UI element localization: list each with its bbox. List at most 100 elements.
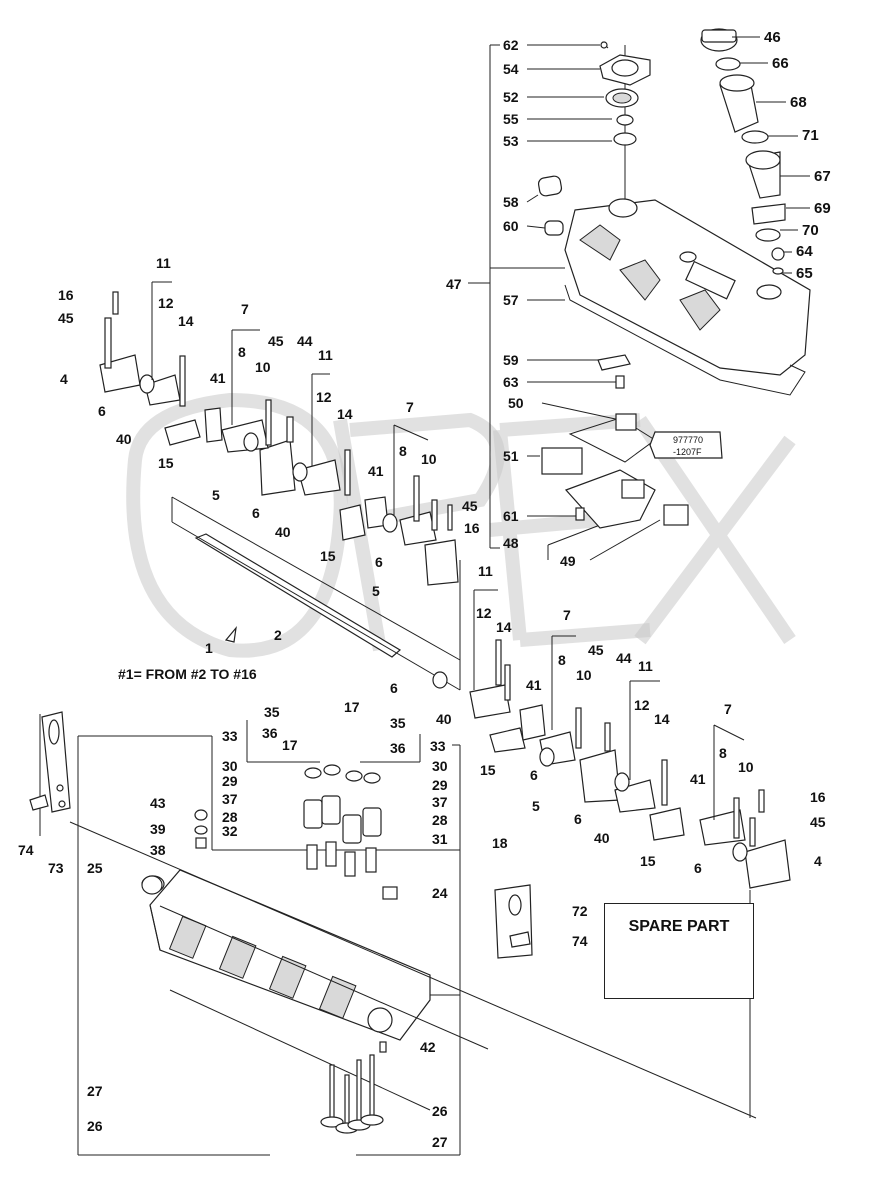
label: 41 <box>526 677 542 693</box>
callout-49: 49 <box>560 553 576 569</box>
label: 6 <box>252 505 260 521</box>
label: 73 <box>48 860 64 876</box>
callout-62: 62 <box>503 37 519 53</box>
cylinder-head <box>141 869 431 1111</box>
callout-58: 58 <box>503 194 519 210</box>
callout-68: 68 <box>790 94 807 111</box>
label: 45 <box>58 310 74 326</box>
label: 44 <box>297 333 313 349</box>
label: 1 <box>205 640 213 656</box>
label: 35 <box>390 715 406 731</box>
label: 6 <box>390 680 398 696</box>
label: 24 <box>432 885 448 901</box>
label: 32 <box>222 823 238 839</box>
callout-54: 54 <box>503 61 519 77</box>
spare-part-box: SPARE PART <box>604 903 754 999</box>
label: 33 <box>430 738 446 754</box>
label: 2 <box>274 627 282 643</box>
label: 43 <box>150 795 166 811</box>
label: 5 <box>372 583 380 599</box>
label: 6 <box>530 767 538 783</box>
label: 14 <box>337 406 353 422</box>
label: 11 <box>478 563 493 579</box>
label: 15 <box>640 853 656 869</box>
label: 45 <box>268 333 284 349</box>
label: 5 <box>212 487 220 503</box>
label: 38 <box>150 842 166 858</box>
label: 15 <box>158 455 174 471</box>
label: 7 <box>724 701 732 717</box>
label: 6 <box>694 860 702 876</box>
callout-60: 60 <box>503 218 519 234</box>
label: 8 <box>558 652 566 668</box>
label: 12 <box>476 605 492 621</box>
label: 12 <box>634 697 650 713</box>
label: 40 <box>436 711 452 727</box>
numbering-note: #1= FROM #2 TO #16 <box>118 666 257 682</box>
label: 29 <box>432 777 448 793</box>
callout-47: 47 <box>446 276 462 292</box>
callout-57: 57 <box>503 292 519 308</box>
rocker-bracket-lines <box>39 281 745 836</box>
label: 15 <box>480 762 496 778</box>
label: 29 <box>222 773 238 789</box>
label: 10 <box>255 359 271 375</box>
callout-52: 52 <box>503 89 519 105</box>
label: 39 <box>150 821 166 837</box>
rocker-shaft <box>171 496 461 691</box>
label: 6 <box>375 554 383 570</box>
label: 27 <box>87 1083 103 1099</box>
label: 37 <box>432 794 448 810</box>
label: 7 <box>241 301 249 317</box>
callout-labels: 62 54 52 55 53 58 60 47 57 59 63 50 51 6… <box>446 29 831 569</box>
label: 6 <box>98 403 106 419</box>
callout-66: 66 <box>772 55 789 72</box>
callout-63: 63 <box>503 374 519 390</box>
callout-46: 46 <box>764 29 781 46</box>
callout-61: 61 <box>503 508 519 524</box>
label: 15 <box>320 548 336 564</box>
label: 12 <box>158 295 174 311</box>
lifting-hooks <box>29 711 757 1119</box>
rocker-assemblies <box>99 291 791 889</box>
label: 12 <box>316 389 332 405</box>
label: 11 <box>156 255 171 271</box>
label: 31 <box>432 831 448 847</box>
callout-70: 70 <box>802 222 819 239</box>
cup-plug <box>141 875 163 895</box>
label: 45 <box>810 814 826 830</box>
label: 11 <box>318 347 333 363</box>
label: 4 <box>814 853 822 869</box>
label: 40 <box>275 524 291 540</box>
label: 44 <box>616 650 632 666</box>
label: 45 <box>462 498 478 514</box>
label: 72 <box>572 903 588 919</box>
label: 16 <box>810 789 826 805</box>
label: 74 <box>18 842 34 858</box>
callout-leaders <box>732 36 810 274</box>
callout-48: 48 <box>503 535 519 551</box>
label: 7 <box>563 607 571 623</box>
label: 17 <box>344 699 360 715</box>
label: 17 <box>282 737 298 753</box>
label: 5 <box>532 798 540 814</box>
label: 4 <box>60 371 68 387</box>
label: 41 <box>210 370 226 386</box>
callout-71: 71 <box>802 127 819 144</box>
label: 8 <box>399 443 407 459</box>
callout-51: 51 <box>503 448 519 464</box>
valve-cover-bracket <box>468 44 661 561</box>
label: 10 <box>421 451 437 467</box>
label: 26 <box>432 1103 448 1119</box>
label: 40 <box>594 830 610 846</box>
callout-53: 53 <box>503 133 519 149</box>
label: 8 <box>238 344 246 360</box>
callout-65: 65 <box>796 265 813 282</box>
label: 11 <box>638 658 653 674</box>
oil-filler-parts <box>700 28 786 275</box>
label: 10 <box>576 667 592 683</box>
spare-part-title: SPARE PART <box>628 918 730 935</box>
label: 40 <box>116 431 132 447</box>
callout-67: 67 <box>814 168 831 185</box>
label: 30 <box>222 758 238 774</box>
